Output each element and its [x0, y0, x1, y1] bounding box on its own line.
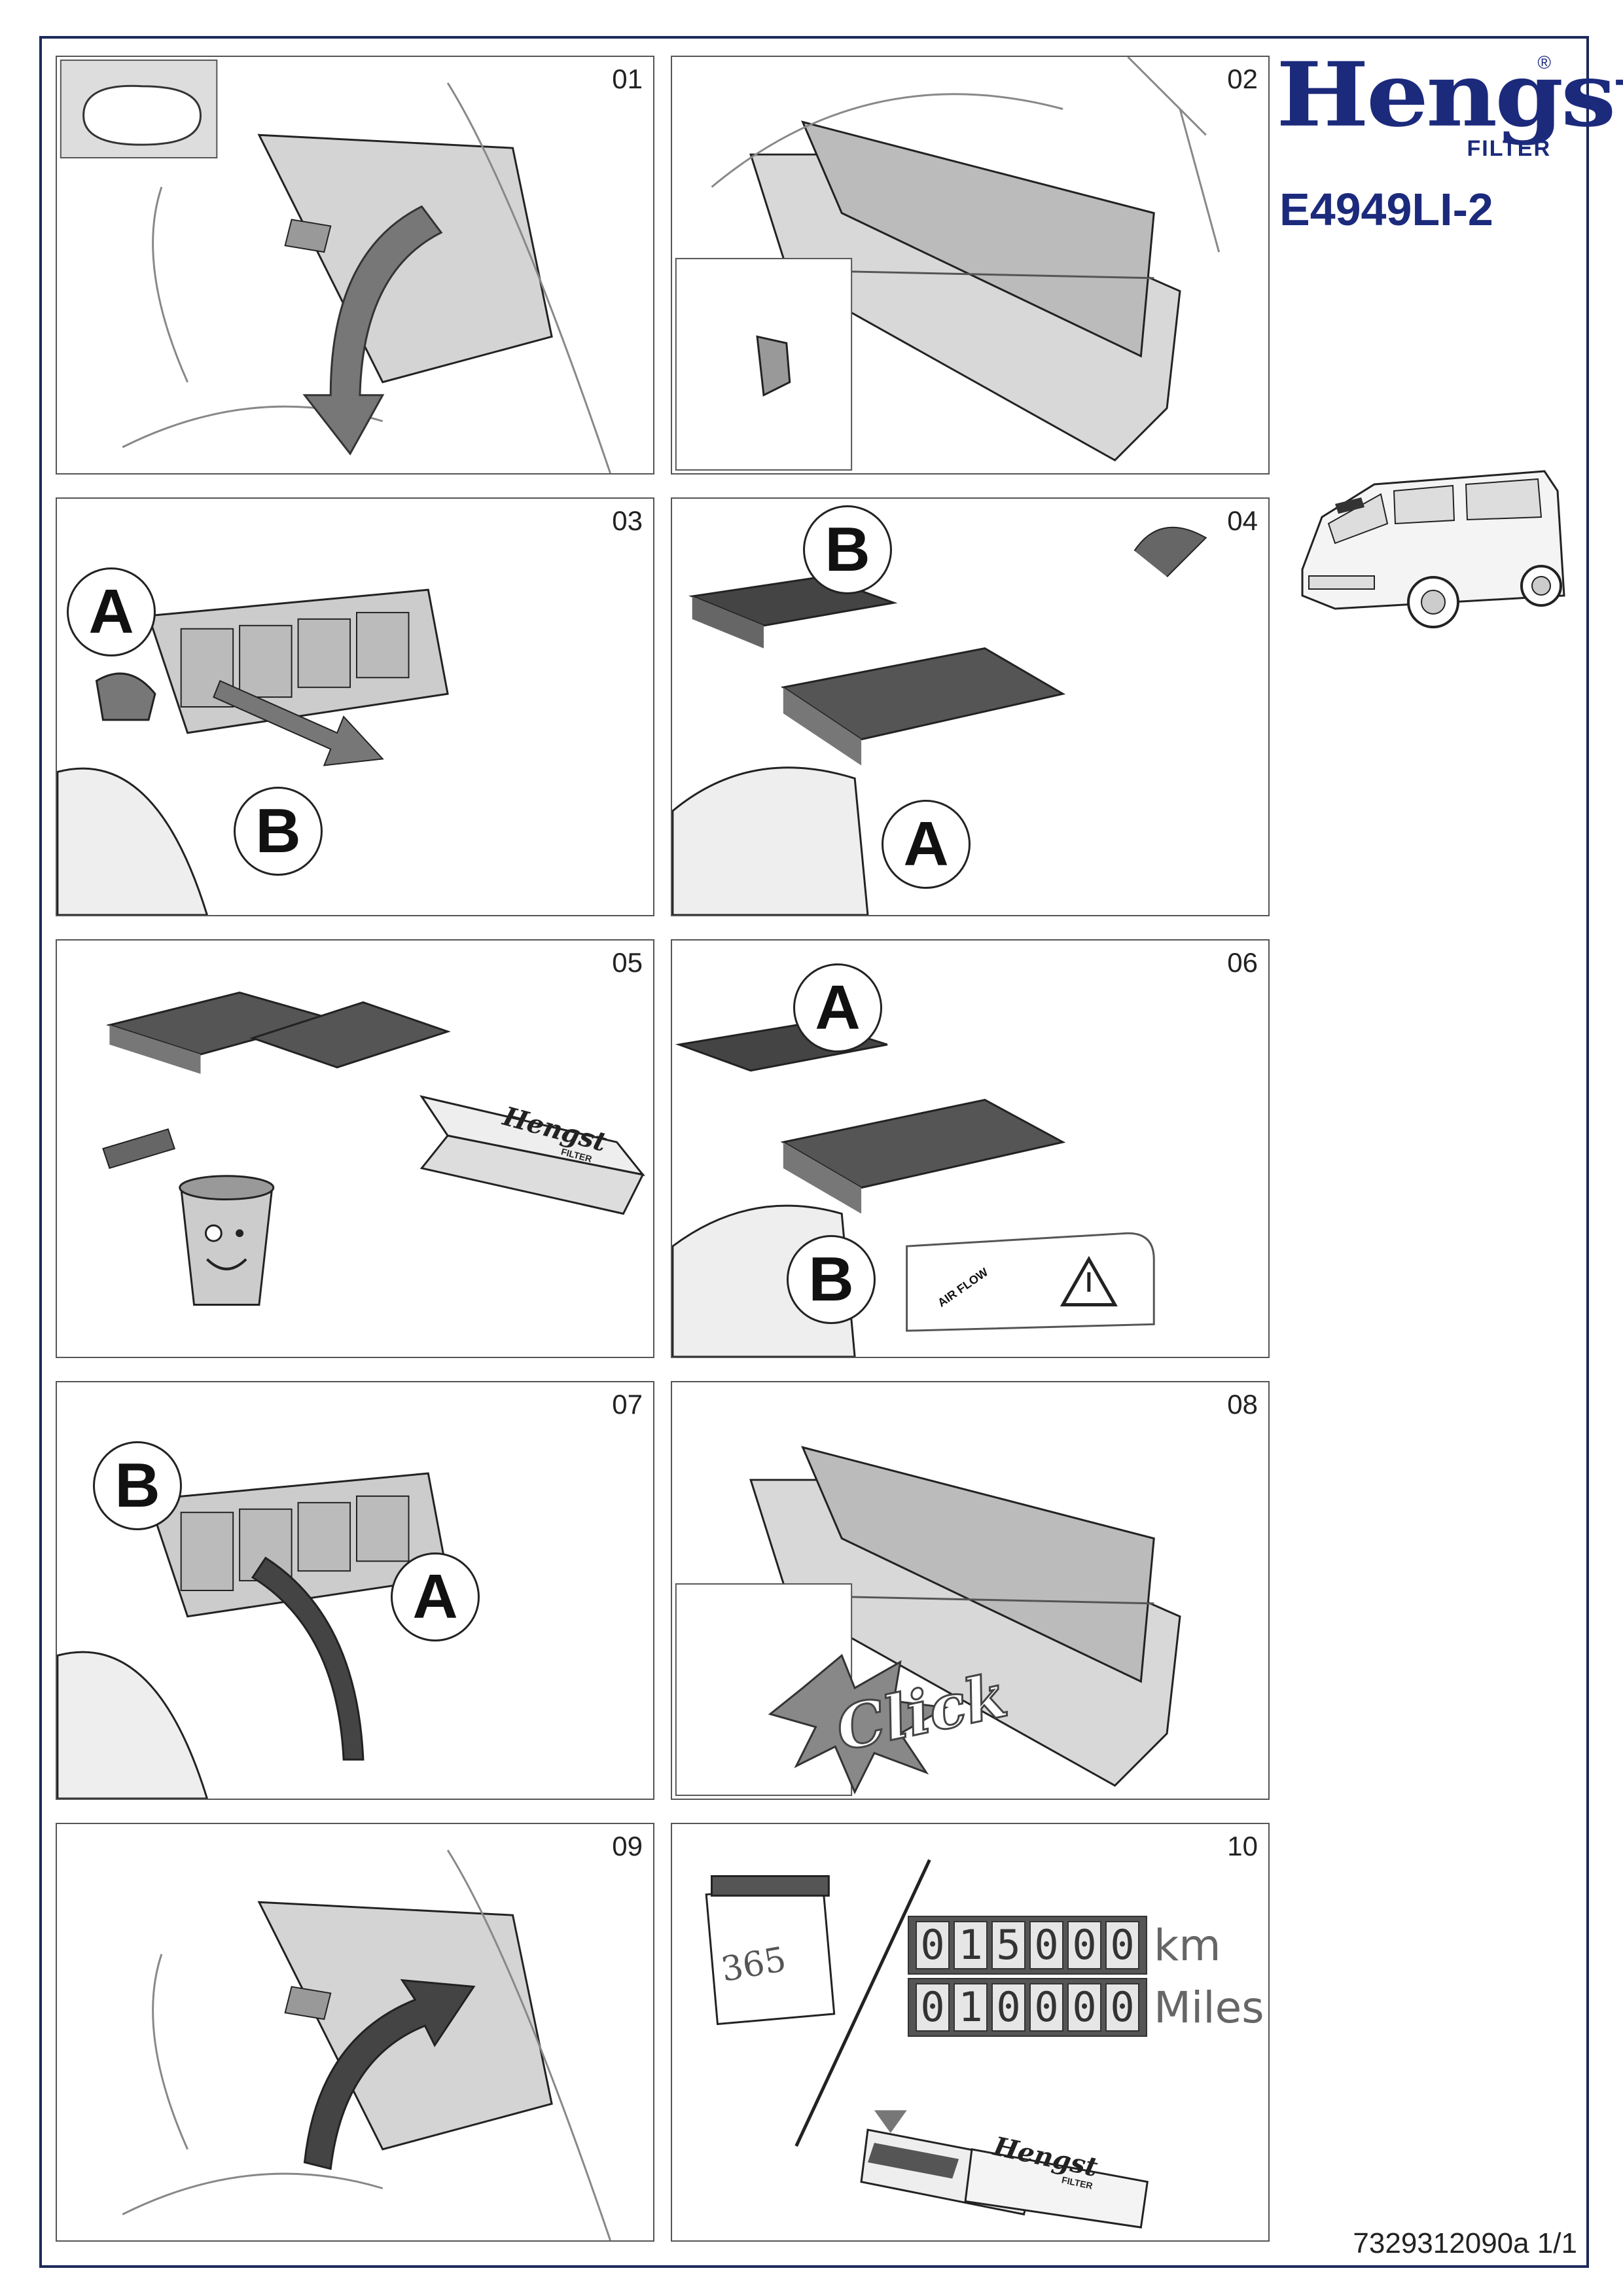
- label-b: B: [234, 787, 323, 876]
- glovebox-open-illustration: [60, 59, 611, 473]
- hengst-logo: ® Hengst FILTER: [1276, 43, 1623, 162]
- label-b: B: [803, 505, 892, 594]
- glovebox-tabs-illustration: [675, 57, 1221, 471]
- label-b: B: [787, 1235, 876, 1324]
- step-panel-09: 09: [56, 1823, 654, 2242]
- filter-insert-illustration: [672, 1020, 1155, 1357]
- filter-cover-illustration: [57, 588, 449, 915]
- step-panel-06: 06 A B AIR FLOW: [671, 939, 1270, 1358]
- label-a: A: [391, 1552, 480, 1641]
- filter-remove-illustration: [672, 526, 1207, 915]
- glovebox-close-illustration: [675, 1446, 1181, 1797]
- step-panel-01: 01: [56, 56, 654, 475]
- step-panel-02: 02: [671, 56, 1270, 475]
- brand-name: Hengst: [1276, 43, 1623, 147]
- dispose-illustration: [102, 991, 645, 1306]
- step-panel-04: 04 B A: [671, 497, 1270, 916]
- page-frame: [39, 36, 1589, 2268]
- label-b: B: [93, 1441, 182, 1530]
- step-panel-05: 05 Hengst FILTER: [56, 939, 654, 1358]
- document-code: 7329312090a 1/1: [1353, 2227, 1577, 2259]
- cover-refit-illustration: [57, 1472, 449, 1799]
- step-panel-03: 03 A B: [56, 497, 654, 916]
- step-panel-08: 08 Click: [671, 1381, 1270, 1800]
- van-illustration: [1301, 470, 1565, 628]
- step-panel-07: 07 B A: [56, 1381, 654, 1800]
- label-a: A: [793, 963, 882, 1052]
- glovebox-shut-illustration: [122, 1849, 611, 2240]
- service-interval-illustration: [705, 1859, 1149, 2229]
- brand-sub: FILTER: [1467, 136, 1551, 161]
- label-a: A: [67, 567, 156, 656]
- part-number: E4949LI-2: [1279, 184, 1493, 235]
- label-a: A: [882, 800, 971, 889]
